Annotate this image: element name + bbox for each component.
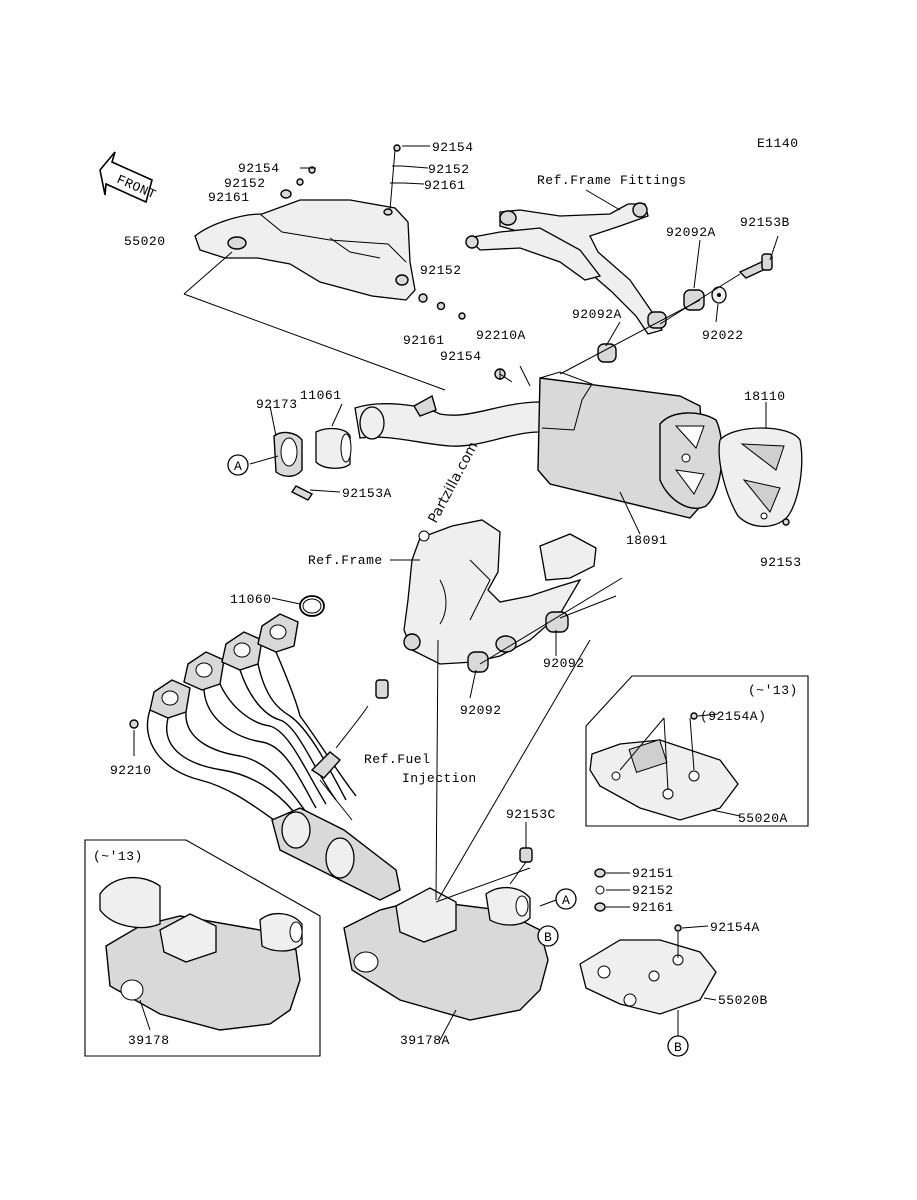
silencer-39178-inset bbox=[84, 839, 321, 1057]
label-55020: 55020 bbox=[124, 234, 166, 249]
label-92154A-a: (92154A) bbox=[700, 709, 766, 724]
label-injection: Injection bbox=[402, 771, 477, 786]
heat-guard-55020-drawing bbox=[183, 144, 466, 391]
label-92210A: 92210A bbox=[476, 328, 526, 343]
callout-a-right: A bbox=[539, 888, 577, 910]
label-ref-frame: Ref.Frame bbox=[308, 553, 383, 568]
label-92153A: 92153A bbox=[342, 486, 392, 501]
label-ref-fuel: Ref.Fuel bbox=[364, 752, 430, 767]
watermark: Partzilla.com bbox=[425, 439, 481, 526]
silencer-39178A-drawing bbox=[343, 639, 591, 1021]
label-92092-a: 92092 bbox=[543, 656, 585, 671]
heat-guard-55020A-inset bbox=[585, 675, 809, 827]
label-92161-d: 92161 bbox=[632, 900, 674, 915]
svg-text:B: B bbox=[674, 1040, 682, 1055]
callout-b-lower: B bbox=[667, 1035, 689, 1057]
callouts: A A B B bbox=[227, 454, 689, 1057]
label-11061: 11061 bbox=[300, 388, 342, 403]
muffler-18091-drawing bbox=[354, 365, 803, 527]
label-92173: 92173 bbox=[256, 397, 298, 412]
svg-text:A: A bbox=[234, 459, 242, 474]
svg-text:A: A bbox=[562, 893, 570, 908]
label-92092A-b: 92092A bbox=[572, 307, 622, 322]
label-11060: 11060 bbox=[230, 592, 272, 607]
label-92154A-b: 92154A bbox=[710, 920, 760, 935]
label-92154-b: 92154 bbox=[432, 140, 474, 155]
label-39178A: 39178A bbox=[400, 1033, 450, 1048]
diagram-code: E1140 bbox=[757, 136, 799, 151]
label-92153: 92153 bbox=[760, 555, 802, 570]
label-92152-b: 92152 bbox=[428, 162, 470, 177]
label-92022: 92022 bbox=[702, 328, 744, 343]
label-18091: 18091 bbox=[626, 533, 668, 548]
label-92092-b: 92092 bbox=[460, 703, 502, 718]
header-pipes-drawing bbox=[129, 595, 401, 901]
label-92161-a: 92161 bbox=[208, 190, 250, 205]
frame-drawing bbox=[403, 519, 623, 673]
label-92161-b: 92161 bbox=[424, 178, 466, 193]
heat-guard-55020B-drawing bbox=[579, 868, 717, 1038]
callout-b-upper: B bbox=[537, 925, 559, 947]
label-92210: 92210 bbox=[110, 763, 152, 778]
label-55020B: 55020B bbox=[718, 993, 768, 1008]
label-92152-c: 92152 bbox=[420, 263, 462, 278]
svg-text:B: B bbox=[544, 930, 552, 945]
callout-a-left: A bbox=[227, 454, 249, 476]
label-92153B: 92153B bbox=[740, 215, 790, 230]
frame-fittings-drawing bbox=[465, 189, 774, 375]
front-arrow: FRONT bbox=[99, 151, 158, 204]
label-year-b: (~'13) bbox=[93, 849, 143, 864]
label-39178: 39178 bbox=[128, 1033, 170, 1048]
label-92161-c: 92161 bbox=[403, 333, 445, 348]
label-92153C: 92153C bbox=[506, 807, 556, 822]
leader-lines bbox=[133, 235, 779, 1041]
label-92092A-a: 92092A bbox=[666, 225, 716, 240]
label-92152-a: 92152 bbox=[224, 176, 266, 191]
label-18110: 18110 bbox=[744, 389, 786, 404]
label-55020A: 55020A bbox=[738, 811, 788, 826]
label-92154-a: 92154 bbox=[238, 161, 280, 176]
label-year-a: (~'13) bbox=[748, 683, 798, 698]
label-92151: 92151 bbox=[632, 866, 674, 881]
label-92152-d: 92152 bbox=[632, 883, 674, 898]
part-labels: E1140 92154 92152 92161 92154 92152 9216… bbox=[93, 136, 802, 1048]
label-92154-c: 92154 bbox=[440, 349, 482, 364]
label-ref-frame-fittings: Ref.Frame Fittings bbox=[537, 173, 686, 188]
clamp-gasket-drawing bbox=[249, 427, 352, 501]
